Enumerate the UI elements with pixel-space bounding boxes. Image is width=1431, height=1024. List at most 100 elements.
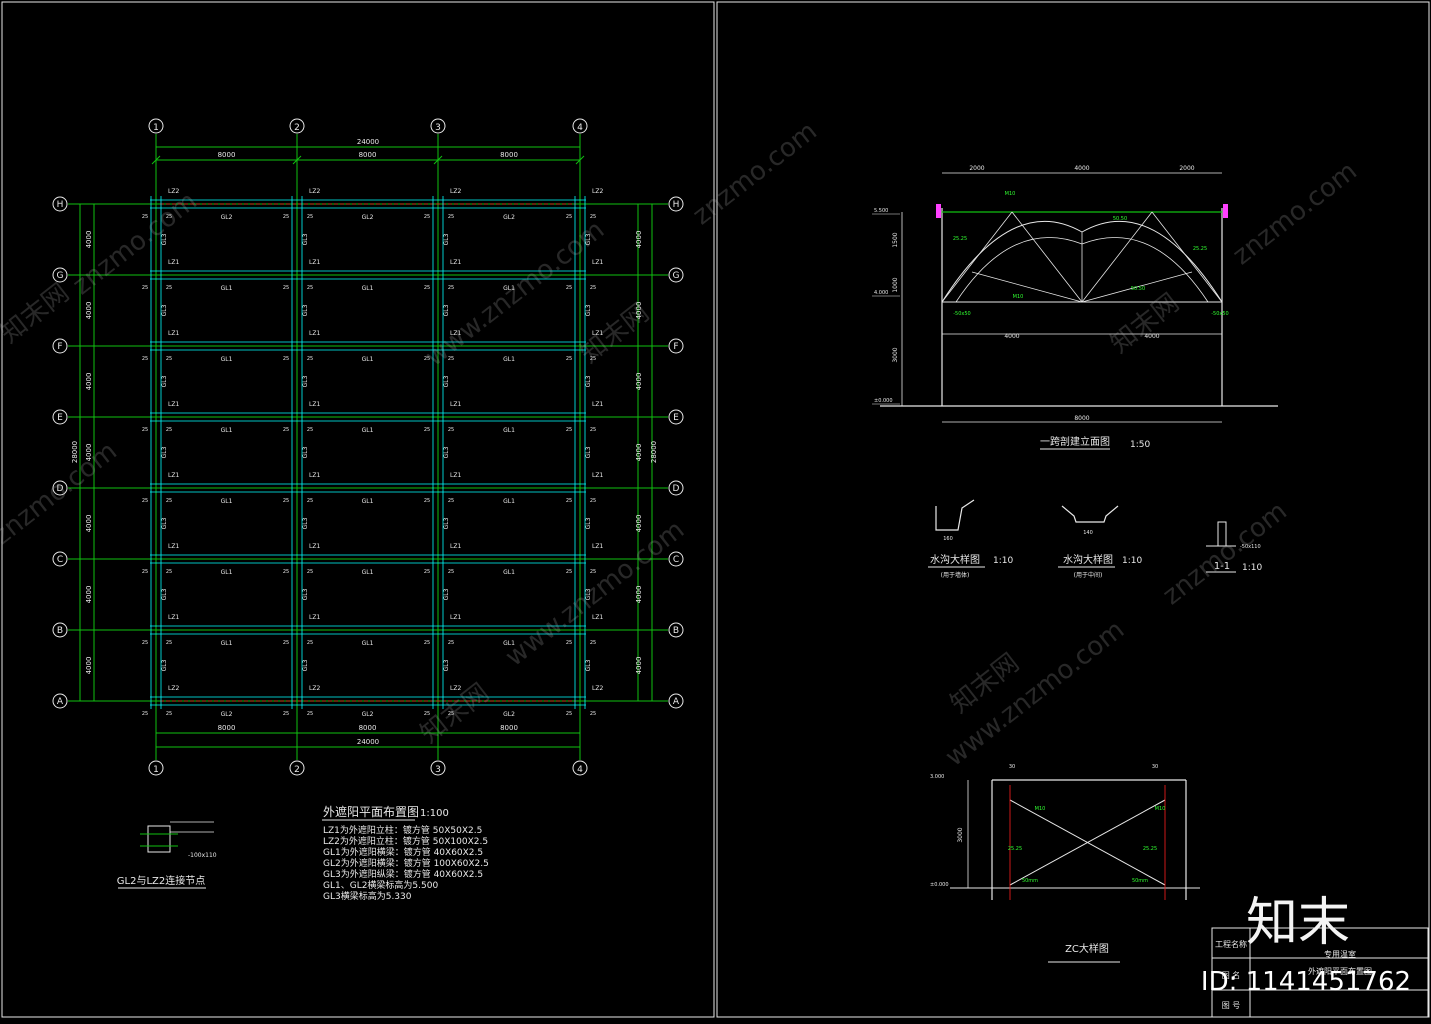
right-sheet-frame: [716, 1, 1430, 1018]
dim-25: 25: [142, 711, 148, 717]
axis-label-top-1: 1: [153, 123, 159, 133]
beam-tag: GL2: [362, 711, 374, 718]
beam-tag: GL1: [503, 498, 515, 505]
plan-note-3: GL2为外遮阳横梁：镀方管 100X60X2.5: [323, 857, 489, 869]
zc-dim-top-0: 30: [1009, 764, 1015, 770]
axis-bubble-left-F: [52, 338, 68, 354]
column-tag: LZ2: [450, 685, 461, 692]
axis-label-right-B: B: [673, 626, 679, 636]
zc-annotation-5: M10: [1155, 806, 1166, 812]
axis-bubble-left-B: [52, 622, 68, 638]
dim-25: 25: [283, 214, 289, 220]
dim-25: 25: [424, 640, 430, 646]
dim-25: 25: [307, 640, 313, 646]
dim-25: 25: [448, 711, 454, 717]
elev-scale: 1:50: [1130, 440, 1150, 450]
axis-bubble-left-E: [52, 409, 68, 425]
dim-25: 25: [307, 569, 313, 575]
beam-tag: GL2: [221, 214, 233, 221]
dim-25: 25: [566, 214, 572, 220]
elev-dim-total: 8000: [1074, 415, 1089, 422]
zc-level-bottom: ±0.000: [930, 882, 949, 888]
dim-overall-top: 24000: [357, 138, 379, 146]
axis-bubble-top-4: [572, 118, 588, 134]
axis-label-bottom-2: 2: [294, 765, 300, 775]
dim-overall-side-0: 28000: [71, 441, 79, 463]
column-tag: LZ1: [592, 259, 603, 266]
dim-25: 25: [424, 569, 430, 575]
side-beam-tag: GL3: [161, 375, 168, 387]
axis-bubble-bottom-4: [572, 760, 588, 776]
axis-label-left-B: B: [57, 626, 63, 636]
axis-bubble-top-1: [148, 118, 164, 134]
column-tag: LZ2: [168, 685, 179, 692]
gutter-1-profile: [935, 499, 975, 531]
dim-25: 25: [166, 356, 172, 362]
dim-25: 25: [448, 427, 454, 433]
plan-note-1: LZ2为外遮阳立柱：镀方管 50X100X2.5: [323, 835, 488, 847]
elev-annotation-3: -50x50: [953, 311, 971, 317]
gutter-2-profile: [1061, 505, 1119, 523]
title-block-frame: [1211, 927, 1429, 1018]
column-tag: LZ1: [168, 330, 179, 337]
dim-bay-bottom-2: 8000: [500, 724, 518, 732]
dim-25: 25: [590, 427, 596, 433]
axis-bubble-top-2: [289, 118, 305, 134]
dim-25: 25: [166, 711, 172, 717]
dim-25: 25: [142, 427, 148, 433]
elev-web-member-2: [1081, 211, 1153, 303]
column-tag: LZ2: [309, 188, 320, 195]
column-tag: LZ1: [168, 543, 179, 550]
axis-bubble-bottom-3: [430, 760, 446, 776]
elev-level-0: 5.500: [874, 208, 888, 214]
elev-annotation-7: -50x50: [1211, 311, 1229, 317]
dim-tick-top-2: [433, 155, 443, 165]
dim-tick-top-3: [575, 155, 585, 165]
side-beam-tag: GL3: [302, 659, 309, 671]
column-tag: LZ1: [168, 259, 179, 266]
dim-25: 25: [424, 356, 430, 362]
beam-tag: GL1: [221, 356, 233, 363]
gutter-1-title: 水沟大样图: [930, 553, 980, 566]
axis-label-bottom-4: 4: [577, 765, 583, 775]
side-beam-tag: GL3: [161, 659, 168, 671]
gutter-2-dim: 140: [1083, 530, 1093, 536]
axis-bubble-right-B: [668, 622, 684, 638]
axis-label-right-C: C: [673, 555, 679, 565]
axis-bubble-bottom-1: [148, 760, 164, 776]
dim-25: 25: [590, 640, 596, 646]
side-beam-tag: GL3: [302, 517, 309, 529]
plan-note-4: GL3为外遮阳纵梁：镀方管 40X60X2.5: [323, 868, 483, 880]
zc-brace-2: [1009, 799, 1166, 886]
beam-tag: GL2: [503, 711, 515, 718]
axis-bubble-right-D: [668, 480, 684, 496]
side-beam-tag: GL3: [443, 446, 450, 458]
axis-label-bottom-1: 1: [153, 765, 159, 775]
dim-25: 25: [142, 356, 148, 362]
side-beam-tag: GL3: [161, 588, 168, 600]
section-11-title: 1-1: [1214, 561, 1230, 572]
elev-level-2: ±0.000: [874, 398, 893, 404]
elev-dim-top-0: 2000: [969, 165, 984, 172]
column-tag: LZ1: [592, 472, 603, 479]
beam-tag: GL1: [362, 356, 374, 363]
zc-annotation-1: 25.25: [1008, 846, 1022, 852]
elev-dim-mid-0: 4000: [1004, 333, 1019, 340]
plan-scale: 1:100: [420, 808, 449, 819]
side-beam-tag: GL3: [302, 304, 309, 316]
dim-25: 25: [424, 498, 430, 504]
elev-annotation-5: 50.50: [1131, 286, 1145, 292]
dim-25: 25: [142, 214, 148, 220]
gutter-1-sub: (用于墙体): [941, 571, 970, 579]
axis-bubble-right-C: [668, 551, 684, 567]
zc-annotation-4: 50mm: [1132, 878, 1148, 884]
elev-side-dim-1: 1000: [892, 277, 899, 292]
dim-bay-side-0-4: 4000: [85, 515, 93, 533]
elev-web-member-3: [1151, 211, 1223, 303]
side-beam-tag: GL3: [585, 233, 592, 245]
dim-25: 25: [142, 285, 148, 291]
axis-label-right-H: H: [673, 200, 680, 210]
dim-25: 25: [307, 498, 313, 504]
dim-25: 25: [424, 285, 430, 291]
